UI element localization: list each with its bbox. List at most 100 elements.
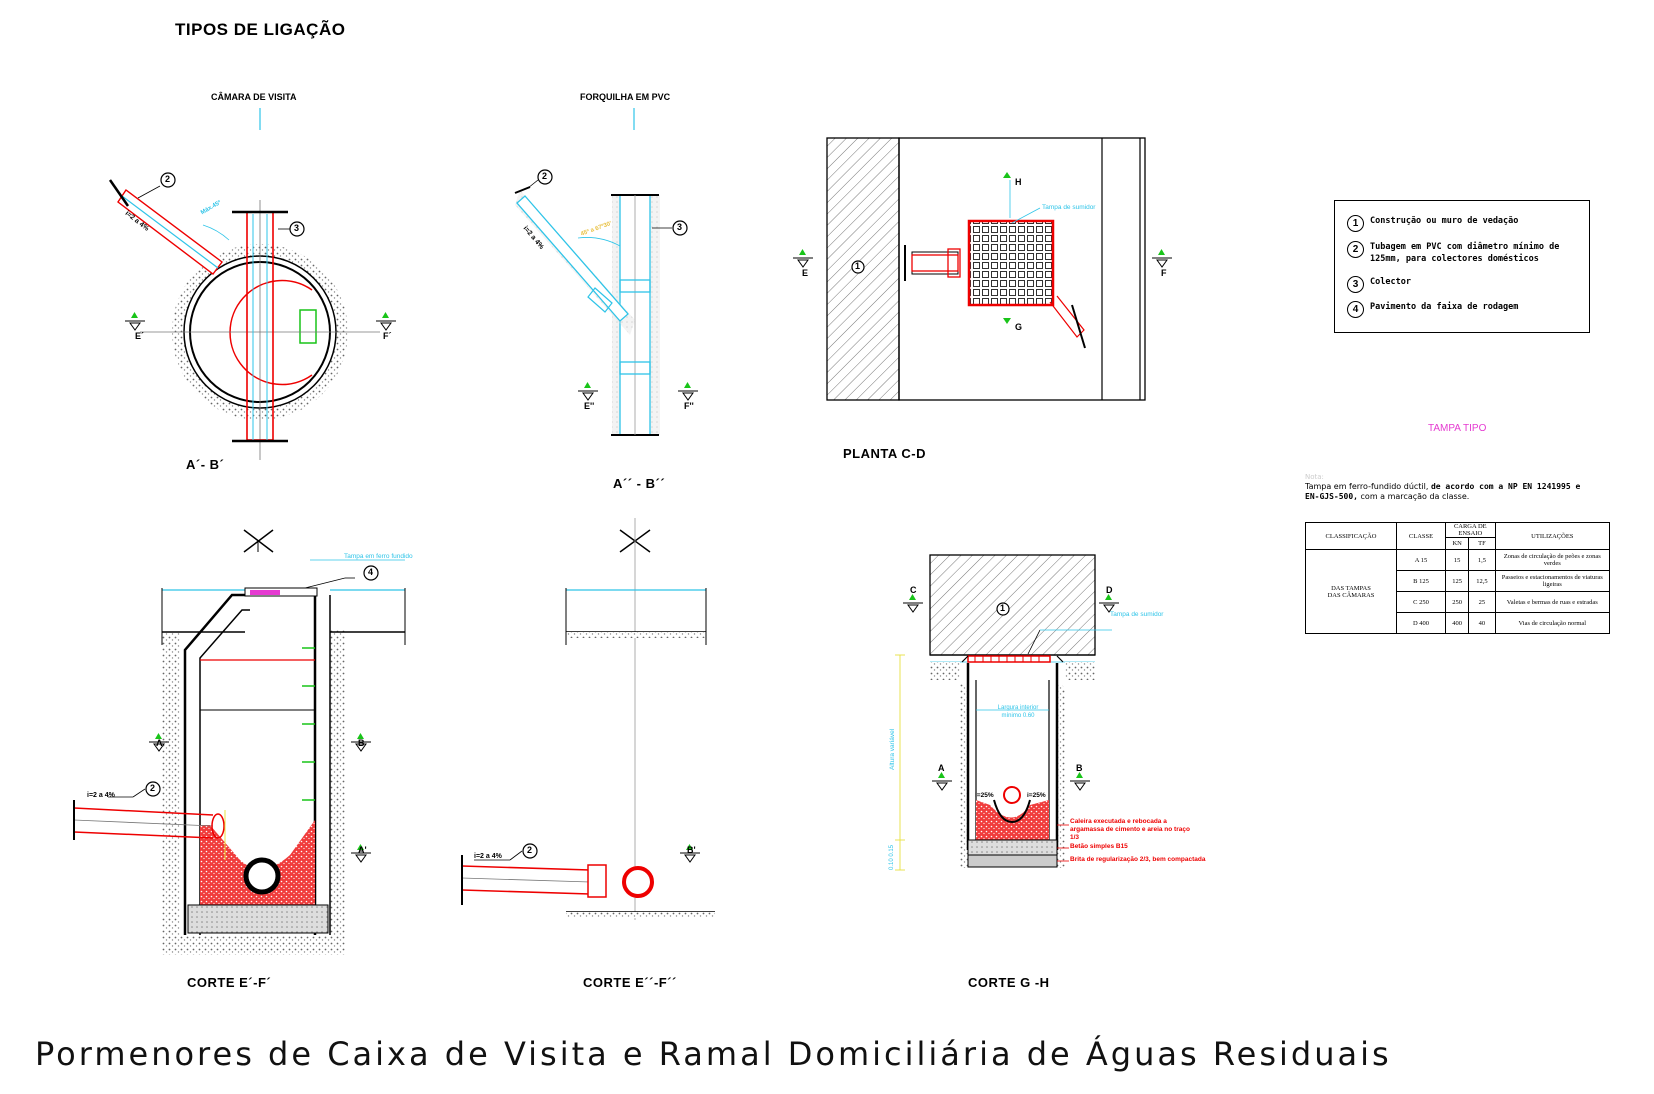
table-cell: B 125 [1396,570,1446,592]
table-header: KN [1444,537,1470,550]
mark-e1: E´ [135,331,144,341]
table-cell: Vias de circulação normal [1494,612,1611,634]
legend-text: Colector [1370,277,1411,287]
callout-2-a: 2 [165,174,171,184]
table-header: UTILIZAÇÕES [1494,522,1611,550]
legend-item: 2 Tubagem em PVC com diâmetro mínimo de … [1347,241,1580,265]
mark-a1: A [156,738,163,748]
table-cell: 15 [1444,549,1470,571]
callout-2-d: 2 [527,845,533,855]
mark-f: F [1161,268,1167,278]
caleira-text: Caleira executada e rebocada a argamassa… [1070,818,1190,841]
callout-1-a: 1 [855,261,861,271]
table-cell: 12,5 [1468,570,1496,592]
betao-text: Betão simples B15 [1070,843,1128,850]
largura-text: Largura interior mínimo 0.60 [997,705,1039,719]
callout-3-b: 3 [677,222,683,232]
table-cell: 1,5 [1468,549,1496,571]
table-cell: 25 [1468,591,1496,613]
table-cell: D 400 [1396,612,1446,634]
legend-text: Pavimento da faixa de rodagem [1370,302,1519,312]
page-title: TIPOS DE LIGAÇÃO [175,20,346,39]
slope-text-d: i=2 a 4% [474,853,502,860]
slope-text-c: i=2 a 4% [87,792,115,799]
table-cell: DAS CÂMARAS [1305,591,1397,634]
footer-title: Pormenores de Caixa de Visita e Ramal Do… [35,1035,1392,1073]
table-header: TF [1468,537,1496,550]
table-header: CLASSIFICAÇÃO [1305,522,1397,550]
legend-num: 1 [1347,215,1364,232]
mark-f1: F´ [383,331,392,341]
tampa-note-plain2: com a marcação da classe. [1360,492,1470,501]
mark-f2: F'' [684,401,694,411]
table-row: B 125 125 12,5 Passeios e estacionamento… [1306,570,1611,592]
tampa-note-plain: Tampa em ferro-fundido dúctil, [1305,482,1429,491]
forquilha-plan [514,108,698,436]
mark-b2p: B' [687,845,696,855]
corte-ef1-label: CORTE E´-F´ [187,975,272,990]
tampa-note-bold: de acordo com a NP EN 1241995 e EN-GJS-5… [1305,482,1581,501]
tampa-note: Nota: Tampa em ferro-fundido dúctil, de … [1305,472,1590,502]
view-ab1-label: A´- B´ [186,457,225,472]
table-cell: Passeios e estacionamentos de viaturas l… [1494,570,1611,592]
table-cell: Zonas de circulação de peões e zonas ver… [1494,549,1611,571]
mark-a1p: A' [358,845,367,855]
table-header: CARGA DE ENSAIO [1445,522,1496,538]
table-row: D 400 400 40 Vias de circulação normal [1306,612,1611,634]
corte-ef1 [73,529,406,955]
mark-g: G [1015,322,1023,332]
mark-e: E [802,268,809,278]
callout-2-b: 2 [542,171,548,181]
legend-box: 1 Construção ou muro de vedação 2 Tubage… [1334,200,1590,333]
view-ab2-label: A´´ - B´´ [613,476,666,491]
mark-b3: B [1076,763,1083,773]
table-cell: C 250 [1396,591,1446,613]
legend-item: 3 Colector [1347,276,1411,293]
classification-table: CLASSIFICAÇÃO CLASSE CARGA DE ENSAIO UTI… [1305,522,1611,634]
legend-item: 4 Pavimento da faixa de rodagem [1347,301,1518,318]
corte-ef2 [461,518,715,920]
planta-cd [793,137,1172,401]
altura-text: Altura variável [889,728,896,770]
camara-label: CÂMARA DE VISITA [211,92,297,102]
dim-text: 0.10 0.15 [889,844,895,870]
callout-3-a: 3 [294,223,300,233]
mark-a3: A [938,763,945,773]
mark-h: H [1015,177,1022,187]
brita-text: Brita de regularização 2/3, bem compacta… [1070,856,1206,863]
tampa-note-hint: Nota: [1305,473,1324,481]
mark-b1: B [358,738,365,748]
legend-text: Construção ou muro de vedação [1370,216,1519,226]
tampa-sumidor-text-b: Tampa de sumidor [1110,611,1164,618]
table-cell: A 15 [1396,549,1446,571]
table-row: DAS CÂMARAS C 250 250 25 Valetas e berma… [1305,591,1611,634]
legend-text: Tubagem em PVC com diâmetro mínimo de 12… [1370,242,1560,264]
table-header: CLASSE [1396,522,1446,550]
table-cell: 250 [1444,591,1470,613]
tampa-tipo-title: TAMPA TIPO [1428,423,1487,434]
table-cell: 40 [1468,612,1496,634]
callout-4-a: 4 [368,567,374,577]
tampa-sumidor-text-a: Tampa de sumidor [1042,204,1096,211]
forquilha-label: FORQUILHA EM PVC [580,92,671,102]
legend-item: 1 Construção ou muro de vedação [1347,215,1518,232]
corte-gh [895,554,1119,871]
corte-gh-label: CORTE G -H [968,975,1050,990]
table-cell: 125 [1444,570,1470,592]
legend-num: 3 [1347,276,1364,293]
mark-e2: E'' [584,401,595,411]
mark-c: C [910,585,917,595]
i25-right: i=25% [1027,792,1046,799]
legend-num: 2 [1347,241,1364,258]
corte-ef2-label: CORTE E´´-F´´ [583,975,677,990]
table-cell: 400 [1444,612,1470,634]
callout-2-c: 2 [150,783,156,793]
mark-d: D [1106,585,1113,595]
table-cell: DAS TAMPAS [1305,549,1397,592]
camara-plan [108,108,396,460]
table-cell: Valetas e bermas de ruas e estradas [1494,591,1611,613]
i25-left: i=25% [975,792,994,799]
tampa-ferro-text: Tampa em ferro fundido [344,553,413,560]
legend-num: 4 [1347,301,1364,318]
